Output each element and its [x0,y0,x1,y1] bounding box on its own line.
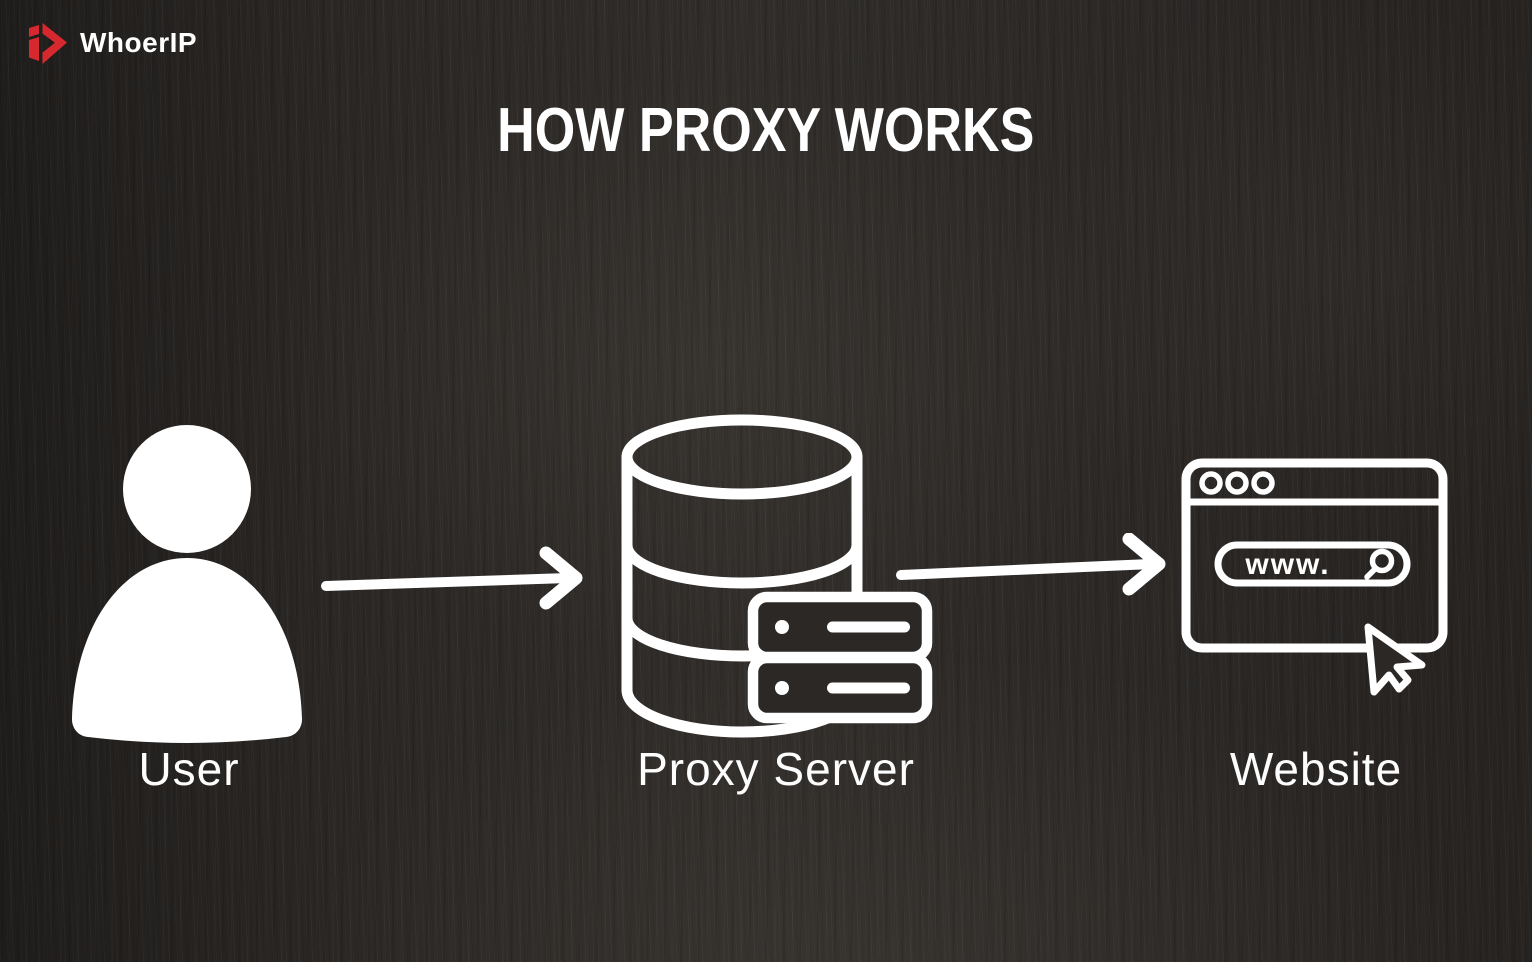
server-rack-1-led [775,620,789,634]
server-rack-1-slot [827,621,910,633]
browser-frame [1181,458,1448,653]
user-label: User [138,743,240,795]
server-rack-2-led [775,681,789,695]
brand-logo: WhoerIP [28,20,197,66]
address-bar-text: www. [1244,548,1330,581]
database-server-icon [621,414,933,738]
logo-dot-shape [29,25,39,37]
page-title: HOW PROXY WORKS [497,96,1035,165]
window-dot-2 [1225,471,1249,495]
arrow-head [539,546,583,610]
arrow-user-to-proxy [321,546,583,610]
search-icon-handle [1364,566,1378,580]
address-bar [1214,541,1411,587]
user-icon [71,425,303,743]
arrow-line [896,559,1156,580]
db-top-ellipse [621,414,863,500]
proxy-server-label: Proxy Server [637,743,915,795]
search-icon [1369,548,1395,574]
logo-bar-shape [29,37,39,61]
cursor-icon [1364,623,1426,696]
arrow-proxy-to-website [896,533,1166,596]
arrow-head [1122,533,1166,596]
user-head-shape [123,425,251,553]
website-label: Website [1229,743,1403,795]
window-dot-3 [1251,471,1275,495]
logo-chevron-shape [42,23,67,64]
arrow-line [321,573,573,591]
brand-name: WhoerIP [80,27,198,58]
window-dot-1 [1199,471,1223,495]
browser-window-icon: www. [1181,458,1448,696]
server-rack-2-slot [827,682,910,694]
user-body-shape [71,558,303,743]
whoerip-logo-icon [29,23,67,64]
db-band-1 [621,539,863,589]
